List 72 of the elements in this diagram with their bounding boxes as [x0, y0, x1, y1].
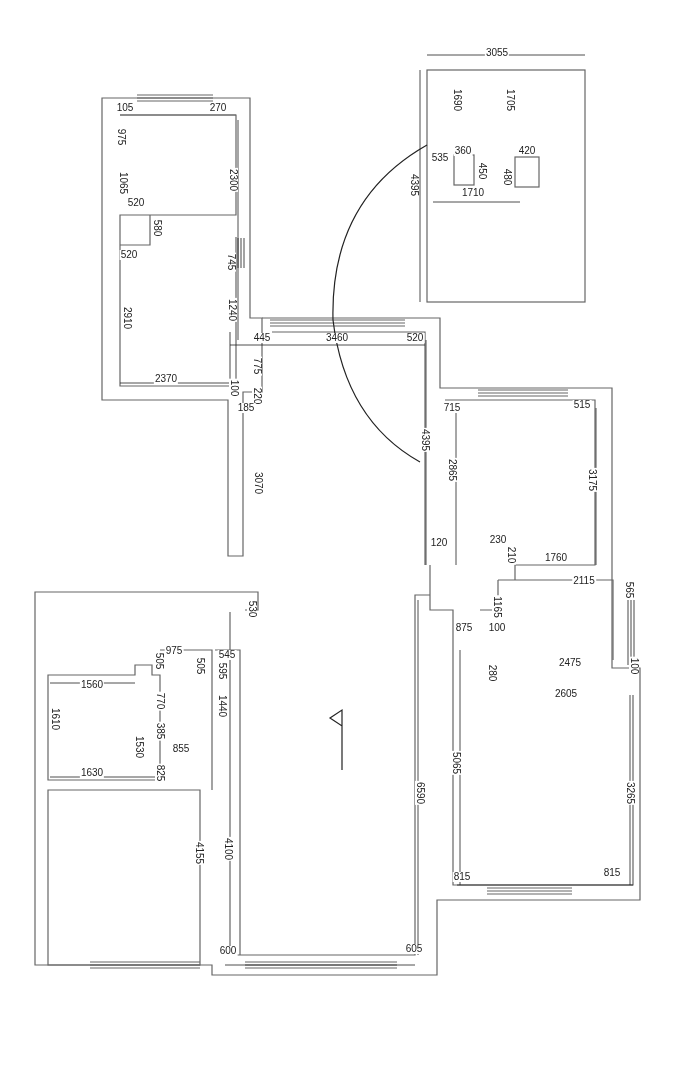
dimension-label: 4395: [409, 172, 419, 198]
dimension-label: 120: [429, 538, 449, 548]
dimension-label: 4100: [223, 836, 233, 862]
dimension-label: 605: [404, 944, 424, 954]
dimension-label: 445: [252, 333, 272, 343]
dimension-label: 565: [624, 580, 634, 600]
dimension-label: 520: [119, 250, 139, 260]
dimension-label: 1610: [50, 706, 60, 732]
dimension-label: 1240: [227, 297, 237, 323]
dimension-label: 875: [454, 623, 474, 633]
dimension-label: 770: [155, 691, 165, 711]
dimension-label: 100: [487, 623, 507, 633]
dimension-label: 505: [154, 651, 164, 671]
dimension-label: 100: [229, 378, 239, 398]
dimension-label: 1690: [452, 87, 462, 113]
dimension-label: 230: [488, 535, 508, 545]
dimension-label: 360: [453, 146, 473, 156]
dimension-label: 520: [405, 333, 425, 343]
dimension-label: 1560: [79, 680, 105, 690]
dimension-label: 3175: [587, 467, 597, 493]
dimension-label: 210: [506, 545, 516, 565]
dimension-label: 2300: [228, 167, 238, 193]
dimension-label: 715: [442, 403, 462, 413]
dimension-label: 815: [602, 868, 622, 878]
dimension-label: 100: [629, 656, 639, 676]
dimension-label: 4155: [194, 840, 204, 866]
dimension-label: 1440: [217, 693, 227, 719]
dimension-label: 270: [208, 103, 228, 113]
dimension-label: 450: [477, 161, 487, 181]
dimension-label: 420: [517, 146, 537, 156]
dimension-label: 3265: [625, 780, 635, 806]
dimension-label: 1710: [460, 188, 486, 198]
dimension-label: 775: [252, 356, 262, 376]
dimension-label: 515: [572, 400, 592, 410]
dimension-label: 2115: [572, 576, 596, 586]
dimension-label: 1705: [505, 87, 515, 113]
dimension-label: 1165: [492, 595, 502, 619]
dimension-label: 600: [218, 946, 238, 956]
dimension-label: 105: [115, 103, 135, 113]
dimension-label: 530: [247, 599, 257, 619]
dimension-label: 220: [252, 386, 262, 406]
dimension-label: 3460: [324, 333, 350, 343]
dimension-label: 505: [195, 656, 205, 676]
dimension-label: 2475: [557, 658, 583, 668]
dimension-label: 975: [116, 127, 126, 147]
dimension-label: 595: [217, 661, 227, 681]
dimension-label: 520: [126, 198, 146, 208]
dimension-label: 545: [217, 650, 237, 660]
dimension-label: 815: [452, 872, 472, 882]
dimension-label: 3055: [484, 48, 510, 58]
dimension-label: 6590: [415, 780, 425, 806]
dimension-label: 4395: [420, 427, 430, 453]
dimension-label: 1630: [79, 768, 105, 778]
dimension-label: 2910: [122, 305, 132, 331]
dimension-label: 975: [164, 646, 184, 656]
dimension-label: 855: [171, 744, 191, 754]
dimension-label: 280: [487, 663, 497, 683]
dimension-label: 480: [502, 167, 512, 187]
dimension-label: 185: [236, 403, 256, 413]
dimension-label: 5065: [451, 750, 461, 776]
dimension-label: 580: [152, 218, 162, 238]
dimension-label: 535: [430, 153, 450, 163]
dimension-label: 3070: [253, 470, 263, 496]
dimension-label: 385: [155, 721, 165, 741]
dimension-label: 2370: [153, 374, 179, 384]
dimension-label: 1530: [134, 734, 144, 760]
dimension-label: 2605: [553, 689, 579, 699]
dimension-label: 1760: [543, 553, 569, 563]
dimension-label: 1065: [118, 170, 128, 196]
dimension-label: 2865: [447, 457, 457, 483]
dimension-label: 825: [155, 763, 165, 783]
dimension-label: 745: [226, 252, 236, 272]
